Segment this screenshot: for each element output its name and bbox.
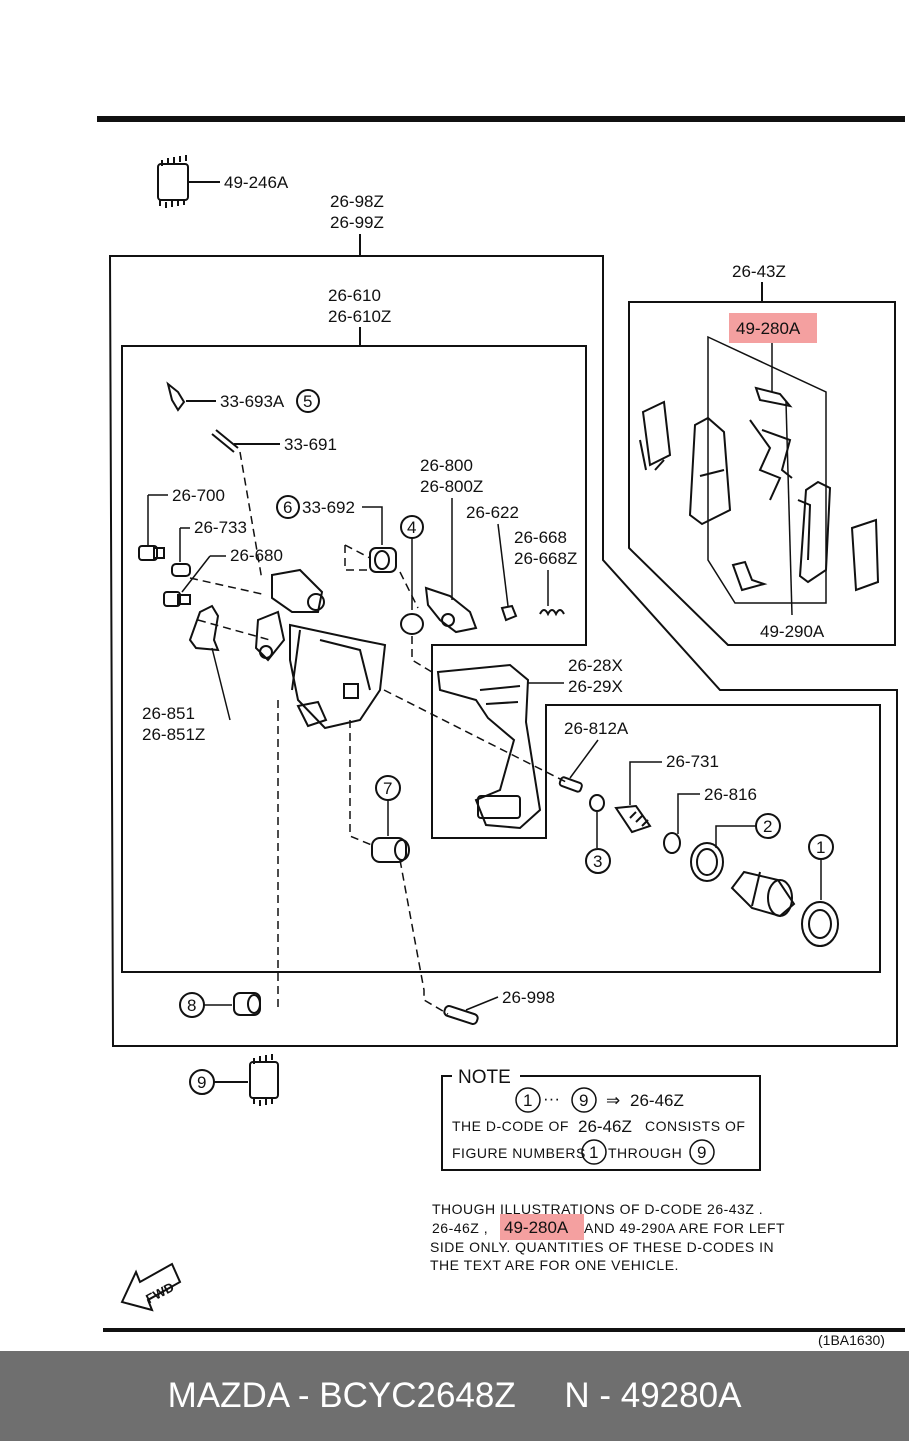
o-ring-icon xyxy=(589,794,605,812)
grease-packet-icon xyxy=(157,155,220,208)
piston-seal-icon xyxy=(690,842,724,882)
pin-icon xyxy=(558,776,583,793)
bleeder-cap-icon xyxy=(166,381,216,412)
callout-3: 3 xyxy=(593,852,602,871)
lock-bolt-icon xyxy=(163,591,191,607)
bushing-icon xyxy=(171,563,191,577)
guide-pin-icon xyxy=(443,1005,479,1025)
disclaimer-line2a: 26-46Z , xyxy=(432,1220,488,1236)
caliper-assembly-box xyxy=(108,255,898,1047)
label-26-99z: 26-99Z xyxy=(330,213,384,232)
label-26-98z: 26-98Z xyxy=(330,192,384,211)
disclaimer-line3: SIDE ONLY. QUANTITIES OF THESE D-CODES I… xyxy=(430,1239,774,1255)
footer-reference: N - 49280A xyxy=(564,1376,742,1415)
nut-icon xyxy=(500,604,518,622)
boot-icon xyxy=(369,547,397,573)
label-26-610z: 26-610Z xyxy=(328,307,391,326)
parts-diagram: 49-246A 26-98Z 26-99Z 26-610 26-610Z 26-… xyxy=(97,116,905,1348)
note-line3-from: 1 xyxy=(589,1143,598,1162)
label-33-693a: 33-693A xyxy=(220,392,285,411)
note-range-from: 1 xyxy=(523,1091,532,1110)
mounting-bracket-illustration xyxy=(436,663,542,830)
caliper-body-illustration xyxy=(254,568,387,730)
label-26-851: 26-851 xyxy=(142,704,195,723)
callout-8: 8 xyxy=(187,996,196,1015)
dust-boot-icon xyxy=(801,901,839,947)
seal-ring-icon xyxy=(400,613,424,635)
bottom-rule xyxy=(103,1328,905,1332)
brake-pad-set-illustration xyxy=(639,335,880,604)
label-26-668: 26-668 xyxy=(514,528,567,547)
footer-bar: MAZDA - BCYC2648Z N - 49280A xyxy=(0,1351,909,1441)
disclaimer-line1: THOUGH ILLUSTRATIONS OF D-CODE 26-43Z . xyxy=(432,1201,763,1217)
label-26-28x: 26-28X xyxy=(568,656,623,675)
label-26-610: 26-610 xyxy=(328,286,381,305)
highlight-49-280a xyxy=(729,313,817,343)
label-33-691: 33-691 xyxy=(284,435,337,454)
washer-icon xyxy=(663,832,681,854)
footer-part-number: MAZDA - BCYC2648Z xyxy=(167,1376,516,1415)
label-26-733: 26-733 xyxy=(194,518,247,537)
note-line3: FIGURE NUMBERS xyxy=(452,1145,586,1161)
fwd-arrow-icon xyxy=(120,1262,182,1312)
label-33-692: 33-692 xyxy=(302,498,355,517)
disclaimer-line4: THE TEXT ARE FOR ONE VEHICLE. xyxy=(430,1257,679,1273)
callout-1: 1 xyxy=(816,838,825,857)
callout-2: 2 xyxy=(763,817,772,836)
label-49-246a: 49-246A xyxy=(224,173,289,192)
note-line3-to: 9 xyxy=(697,1143,706,1162)
label-26-43z: 26-43Z xyxy=(732,262,786,281)
sleeve-icon xyxy=(371,837,410,863)
callout-7: 7 xyxy=(383,779,392,798)
disclaimer-line2-highlight: 49-280A xyxy=(504,1218,569,1237)
spring-icon xyxy=(539,609,565,617)
label-49-280a: 49-280A xyxy=(736,319,801,338)
bushing-8-icon xyxy=(233,992,261,1016)
note-line2-code: 26-46Z xyxy=(578,1117,632,1136)
parking-lever-icon xyxy=(424,586,478,634)
pad-kit-box xyxy=(628,301,896,646)
label-26-731: 26-731 xyxy=(666,752,719,771)
highlight-49-280a-text xyxy=(500,1214,584,1240)
bleeder-screw-icon xyxy=(211,429,280,453)
callout-9: 9 xyxy=(197,1073,206,1092)
note-arrow: ⇒ xyxy=(606,1091,620,1110)
disclaimer-line2b: AND 49-290A ARE FOR LEFT xyxy=(584,1220,785,1236)
label-26-29x: 26-29X xyxy=(568,677,623,696)
label-26-851z: 26-851Z xyxy=(142,725,205,744)
label-26-668z: 26-668Z xyxy=(514,549,577,568)
adjuster-bolt-icon xyxy=(614,804,652,834)
note-line2: THE D-CODE OF xyxy=(452,1118,569,1134)
fwd-label: FWD xyxy=(143,1279,176,1306)
label-26-700: 26-700 xyxy=(172,486,225,505)
guide-bolt-icon xyxy=(138,545,165,561)
callout-5: 5 xyxy=(303,392,312,411)
callout-4: 4 xyxy=(407,518,416,537)
note-box xyxy=(441,1075,761,1171)
note-line2-end: CONSISTS OF xyxy=(645,1118,745,1134)
label-26-800z: 26-800Z xyxy=(420,477,483,496)
label-26-998: 26-998 xyxy=(502,988,555,1007)
piston-icon xyxy=(730,870,796,918)
label-26-816: 26-816 xyxy=(704,785,757,804)
note-range-to: 9 xyxy=(579,1091,588,1110)
label-26-812a: 26-812A xyxy=(564,719,629,738)
caliper-body-box xyxy=(121,345,881,973)
note-title: NOTE xyxy=(458,1067,511,1088)
top-rule xyxy=(97,116,905,122)
footer-spacer xyxy=(516,1376,565,1416)
note-code: 26-46Z xyxy=(630,1091,684,1110)
diagram-code: (1BA1630) xyxy=(818,1332,885,1348)
label-26-680: 26-680 xyxy=(230,546,283,565)
label-26-800: 26-800 xyxy=(420,456,473,475)
callout-6: 6 xyxy=(283,498,292,517)
note-dots: ··· xyxy=(543,1089,560,1108)
note-line3-mid: THROUGH xyxy=(608,1145,682,1161)
grease-packet-9-icon xyxy=(214,1054,279,1106)
label-26-622: 26-622 xyxy=(466,503,519,522)
bracket-clip-icon xyxy=(188,604,220,652)
label-49-290a: 49-290A xyxy=(760,622,825,641)
